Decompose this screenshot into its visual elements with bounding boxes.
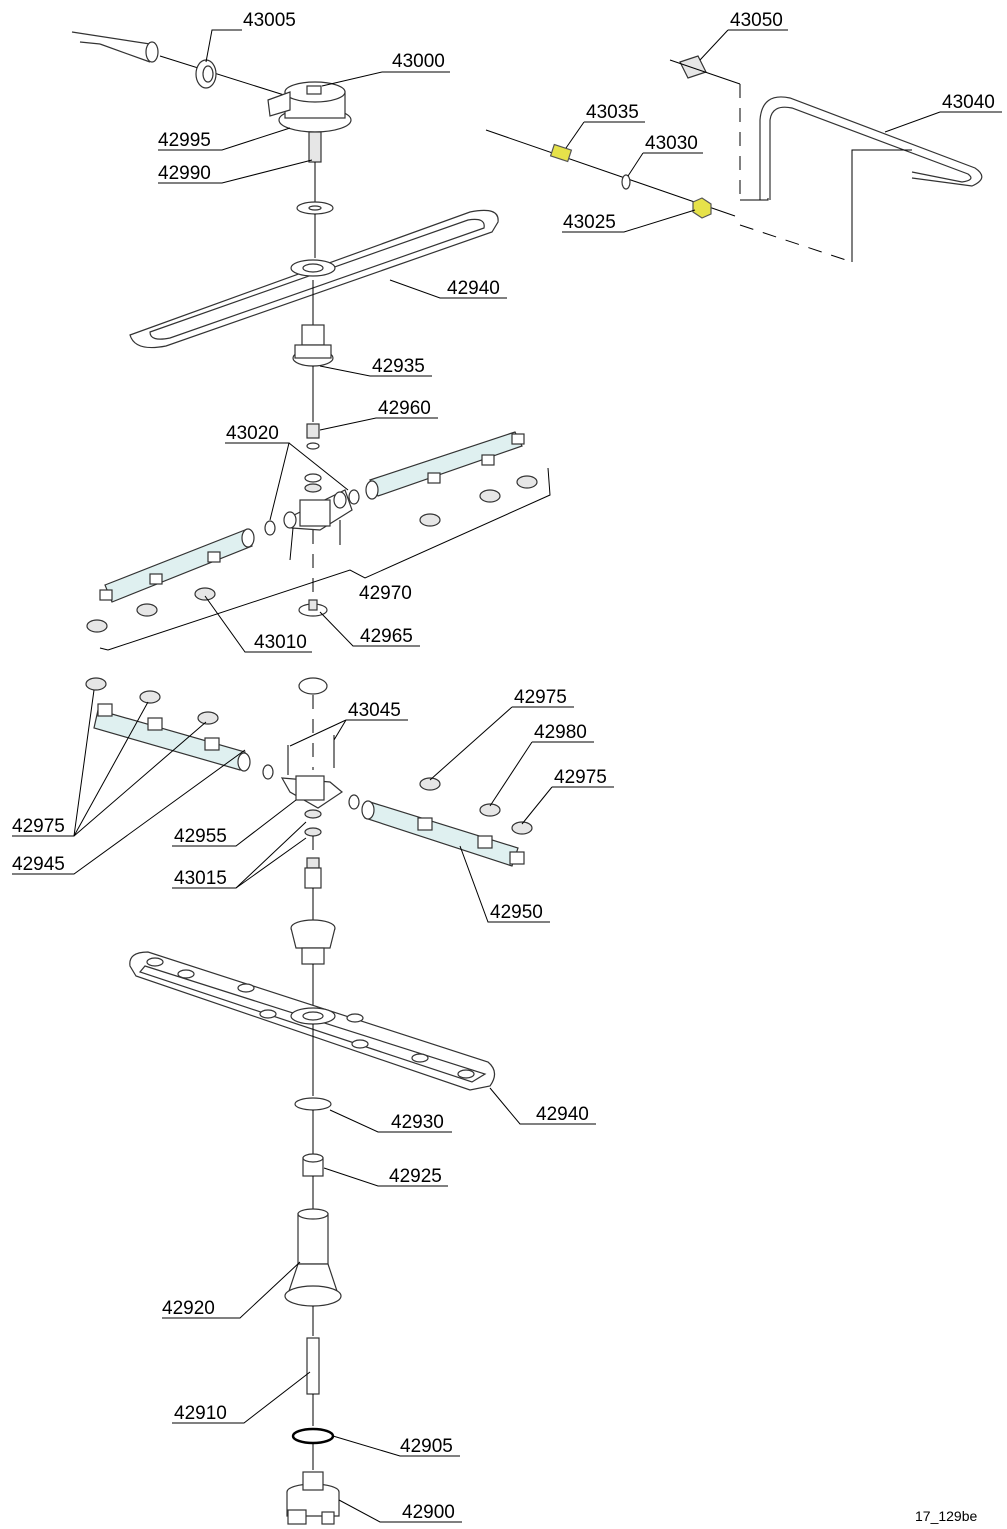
right-frame (739, 149, 912, 263)
lower-top-cap (298, 677, 328, 770)
upper-left-arm (86, 528, 255, 633)
part-43005-seal (195, 59, 217, 89)
feed-pipe (71, 31, 301, 101)
callout-42995: 42995 (158, 130, 211, 151)
lower-nozzle (290, 919, 336, 1010)
part-42925-bushing (302, 1153, 324, 1212)
callout-42975-a: 42975 (514, 687, 567, 708)
callout-42970: 42970 (359, 583, 412, 604)
callout-43050: 43050 (730, 10, 783, 31)
part-43040-tube (759, 96, 983, 200)
part-43020-o-rings (264, 489, 360, 536)
callout-43015: 43015 (174, 868, 227, 889)
part-43045-screws (287, 735, 335, 775)
callout-42925: 42925 (389, 1166, 442, 1187)
callout-43030: 43030 (645, 133, 698, 154)
callout-42930: 42930 (391, 1112, 444, 1133)
callout-43045: 43045 (348, 700, 401, 721)
lower-right-arm (361, 777, 533, 867)
part-42930-washer (294, 1097, 332, 1156)
callout-42910: 42910 (174, 1403, 227, 1424)
callout-42905: 42905 (400, 1436, 453, 1457)
lower-screw (304, 857, 322, 920)
callout-42945: 42945 (12, 854, 65, 875)
callout-42920: 42920 (162, 1298, 215, 1319)
part-43015-washers (304, 809, 322, 860)
callout-43020: 43020 (226, 423, 279, 444)
callout-42950: 42950 (490, 902, 543, 923)
callout-43040: 43040 (942, 92, 995, 113)
callout-43000: 43000 (392, 51, 445, 72)
part-42935-nozzle (292, 280, 334, 422)
callout-42975-b: 42975 (554, 767, 607, 788)
part-42965-cap (298, 599, 328, 617)
drawing-code: 17_129be (915, 1508, 978, 1524)
callout-42900: 42900 (402, 1502, 455, 1523)
part-43000-hub (267, 81, 352, 133)
callout-43010: 43010 (254, 632, 307, 653)
part-43025-nut (692, 197, 712, 219)
part-42940-upper-spray-arm (129, 209, 499, 349)
callout-42980: 42980 (534, 722, 587, 743)
upper-cross-hub (283, 489, 353, 600)
callout-42955: 42955 (174, 826, 227, 847)
upper-right-arm (365, 431, 538, 527)
washer-top (296, 201, 334, 258)
callout-42940-lower: 42940 (536, 1104, 589, 1125)
part-42920-base (284, 1208, 342, 1336)
callout-42940-upper: 42940 (447, 278, 500, 299)
callout-42965: 42965 (360, 626, 413, 647)
part-42940-lower-spray-arm (129, 951, 496, 1096)
lower-left-arm (85, 677, 251, 772)
callout-42975-c: 42975 (12, 816, 65, 837)
part-43030-o-ring (621, 174, 631, 190)
callout-labels: 43005 43000 42995 42990 42940 42935 4296… (12, 10, 995, 1523)
part-42905-o-ring (291, 1427, 335, 1445)
part-42990-shaft (308, 131, 322, 204)
callout-42960: 42960 (378, 398, 431, 419)
callout-43005: 43005 (243, 10, 296, 31)
leader-lines (12, 29, 1002, 1523)
part-43050-plug (669, 55, 741, 200)
part-42955-cross-hub (262, 764, 360, 810)
callout-43025: 43025 (563, 212, 616, 233)
callout-43035: 43035 (586, 102, 639, 123)
part-42900-housing (286, 1444, 340, 1525)
part-42910-pin (306, 1337, 320, 1426)
callout-42935: 42935 (372, 356, 425, 377)
part-42960-screw (304, 423, 322, 493)
callout-42990: 42990 (158, 163, 211, 184)
part-42970-bracket-frame (99, 467, 551, 651)
